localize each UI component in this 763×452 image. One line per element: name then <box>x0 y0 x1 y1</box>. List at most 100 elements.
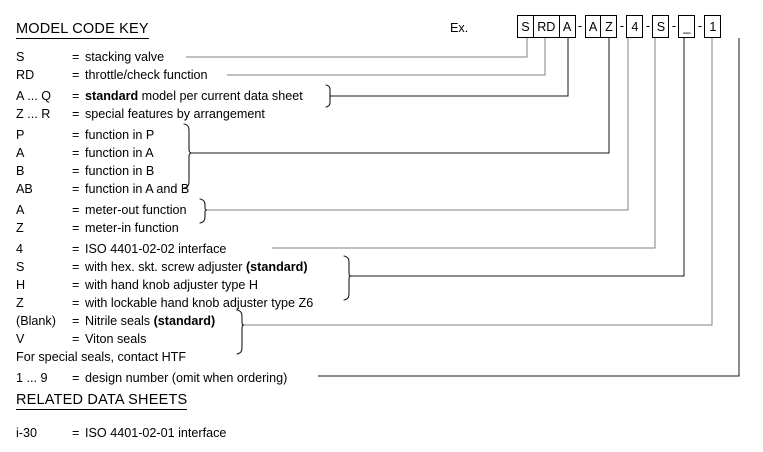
key-row-desc-emphasis: (standard) <box>245 260 308 274</box>
related-data-sheets-title-text: RELATED DATA SHEETS <box>16 392 188 408</box>
key-row-equals: = <box>72 164 80 178</box>
key-row-equals: = <box>72 278 80 292</box>
leader-line-meter-group <box>206 38 629 211</box>
key-row-code: Z ... R <box>16 107 51 121</box>
key-row-code: A <box>16 146 25 160</box>
key-row-desc: meter-in function <box>85 221 179 235</box>
key-row: A=meter-out function <box>16 201 187 219</box>
code-box-s2[interactable]: S <box>652 15 670 38</box>
key-row-code: S <box>16 50 25 64</box>
key-row-desc: stacking valve <box>85 50 165 64</box>
key-row: A ... Q = standard model per current data … <box>16 87 303 105</box>
model-code-example: S RD A - A Z - 4 - S - _ - 1 <box>517 14 722 39</box>
key-row-desc: function in P <box>85 128 155 142</box>
key-row-code: Z <box>16 296 24 310</box>
key-row: Z = with lockable hand knob adjuster type … <box>16 294 313 312</box>
key-row-desc-rest: Nitrile seals <box>85 314 154 328</box>
key-row-desc-rest: with hex. skt. screw adjuster <box>85 260 246 274</box>
key-row: B=function in B <box>16 162 154 180</box>
page-title-text: MODEL CODE KEY <box>16 21 149 37</box>
key-row-note-text: For special seals, contact HTF <box>16 350 187 364</box>
leader-line-adjuster-group <box>350 38 685 277</box>
key-row: 4=ISO 4401-02-02 interface <box>16 240 226 258</box>
code-box-1[interactable]: 1 <box>704 15 722 38</box>
key-row: P=function in P <box>16 126 154 144</box>
key-row: A = function in A <box>16 144 154 162</box>
key-row-desc: special features by arrangement <box>85 107 265 121</box>
code-box-rd[interactable]: RD <box>532 15 560 38</box>
key-row-desc: meter-out function <box>85 203 187 217</box>
key-row-desc-rest: model per current data sheet <box>138 89 303 103</box>
related-row-code: i-30 <box>16 426 37 440</box>
code-box-blank[interactable]: _ <box>678 15 696 38</box>
related-row-desc: ISO 4401-02-01 interface <box>85 426 227 440</box>
key-row: AB=function in A and B <box>16 180 189 198</box>
leader-line-standard-group <box>330 38 569 97</box>
key-row-desc: standard model per current data sheet <box>85 87 303 105</box>
key-row-equals: = <box>72 89 80 103</box>
code-box-a1[interactable]: A <box>558 15 576 38</box>
code-box-s2-value: S <box>656 19 666 34</box>
code-separator-5: - <box>697 19 703 34</box>
key-row-code: A ... Q <box>16 89 51 103</box>
page-title: MODEL CODE KEY <box>16 21 149 39</box>
key-row-code: Z <box>16 221 24 235</box>
code-box-1-value: 1 <box>709 19 717 34</box>
key-row-desc: with hand knob adjuster type H <box>85 278 258 292</box>
related-data-sheets-title: RELATED DATA SHEETS <box>16 392 188 410</box>
leader-line-rd <box>227 38 546 76</box>
key-row-equals: = <box>72 50 80 64</box>
related-row-equals: = <box>72 426 80 440</box>
related-data-sheets-underline <box>16 409 188 410</box>
key-row-desc: with lockable hand knob adjuster type Z6 <box>85 296 314 310</box>
code-box-a2[interactable]: A <box>584 15 602 38</box>
key-row-equals: = <box>72 296 80 310</box>
key-row-equals: = <box>72 107 80 121</box>
key-row-desc: function in A and B <box>85 182 190 196</box>
example-label: Ex. <box>450 21 469 35</box>
key-row-equals: = <box>72 146 80 160</box>
key-row-code: 1 ... 9 <box>16 371 48 385</box>
bracket-function-group <box>183 123 193 189</box>
code-box-blank-value: _ <box>683 19 691 34</box>
page-title-underline <box>16 38 149 39</box>
key-row-equals: = <box>72 332 80 346</box>
key-row: Z = meter-in function <box>16 219 179 237</box>
code-box-a2-value: A <box>588 19 598 34</box>
bracket-adjuster-group <box>343 255 352 301</box>
key-row: RD = throttle/check function <box>16 66 208 84</box>
key-row: V=Viton seals <box>16 330 146 348</box>
key-row-code: B <box>16 164 25 178</box>
key-row-equals: = <box>72 68 80 82</box>
key-row-equals: = <box>72 203 80 217</box>
key-row-desc-emphasis: (standard) <box>153 314 216 328</box>
key-row: Z ... R = special features by arrangement <box>16 105 265 123</box>
code-box-s-value: S <box>521 19 530 34</box>
key-row-code: V <box>16 332 25 346</box>
key-row-desc-emphasis: standard <box>85 89 139 103</box>
code-box-rd-value: RD <box>537 19 556 34</box>
bracket-seals-group <box>236 309 245 355</box>
code-separator-4: - <box>671 19 677 34</box>
key-row: H = with hand knob adjuster type H <box>16 276 258 294</box>
related-row: i-30 = ISO 4401-02-01 interface <box>16 424 226 442</box>
code-box-s[interactable]: S <box>517 15 534 38</box>
key-row-desc: design number (omit when ordering) <box>85 371 288 385</box>
key-row-desc: ISO 4401-02-02 interface <box>85 242 227 256</box>
key-row-note: For special seals, contact HTF <box>16 348 186 366</box>
code-box-z[interactable]: Z <box>600 15 618 38</box>
key-row-code: (Blank) <box>16 314 56 328</box>
key-row-equals: = <box>72 260 80 274</box>
key-row-code: RD <box>16 68 35 82</box>
code-box-4[interactable]: 4 <box>626 15 644 38</box>
key-row-code: H <box>16 278 26 292</box>
key-row-desc: throttle/check function <box>85 68 208 82</box>
key-row-desc: function in A <box>85 146 154 160</box>
key-row: S = stacking valve <box>16 48 164 66</box>
bracket-standard-group-shape <box>325 84 331 108</box>
key-row-desc: with hex. skt. screw adjuster (standard) <box>85 258 308 276</box>
key-row: 1 ... 9=design number (omit when orderin… <box>16 369 287 387</box>
key-row-equals: = <box>72 221 80 235</box>
key-row-equals: = <box>72 314 80 328</box>
